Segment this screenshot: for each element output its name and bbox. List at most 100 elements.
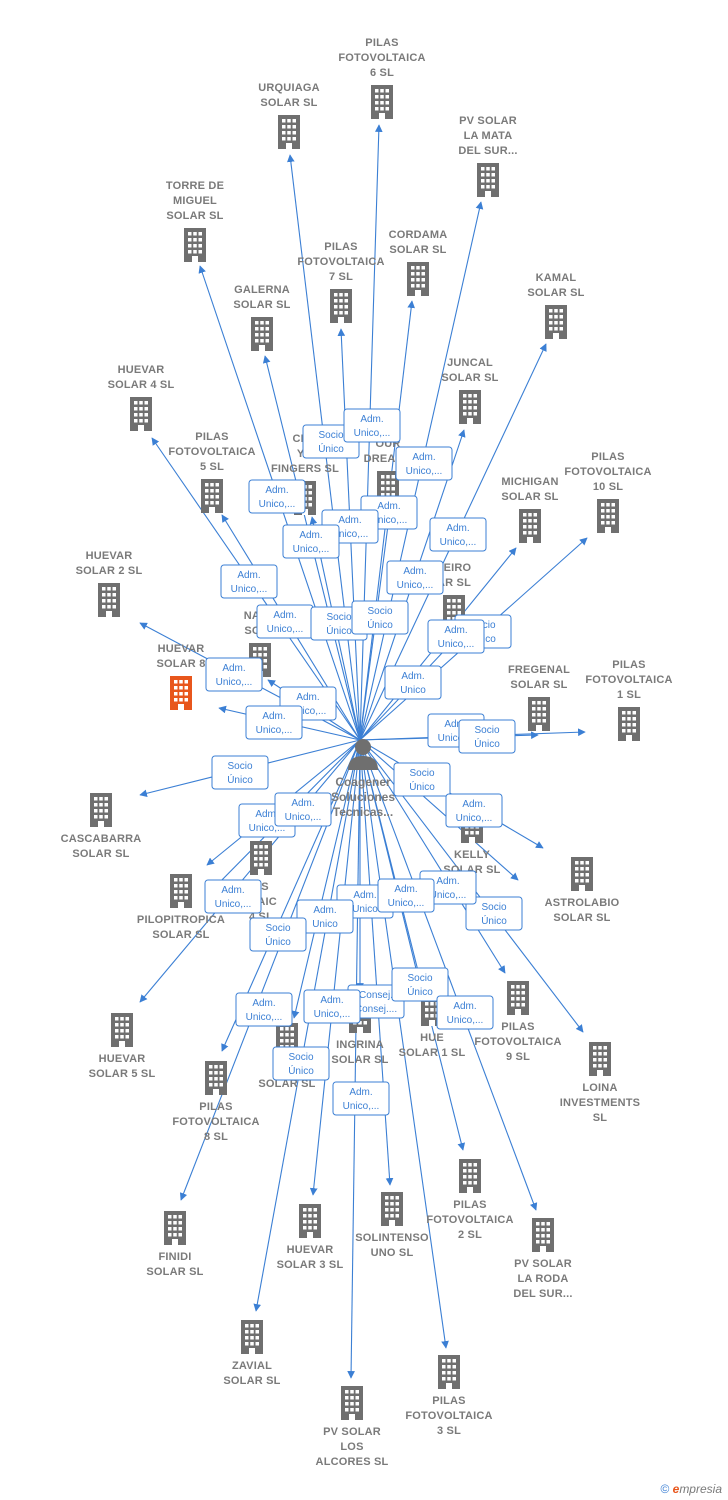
edge-role-label[interactable]: Adm.Unico,... [377,878,435,913]
company-label: PILAS [199,1101,232,1113]
company-label: PV SOLAR [459,115,517,127]
building-icon [381,1192,403,1226]
company-label: UNO SL [371,1247,414,1259]
edge-role-label[interactable]: Adm.Unico,... [445,793,503,828]
edge-role-label[interactable]: Adm.Unico,... [245,705,303,740]
company-label: SOLAR SL [166,210,223,222]
company-label: SOLAR SL [553,912,610,924]
edge-role-label[interactable]: Adm.Unico,... [256,604,314,639]
company-label: 8 SL [204,1131,228,1143]
edge-role-text: Unico,... [332,529,369,540]
company-label: PILAS [612,659,645,671]
edge-role-label[interactable]: Adm.Unico,... [220,564,278,599]
company-label: PV SOLAR [323,1426,381,1438]
edge-role-label[interactable]: Adm.Unico,... [282,524,340,559]
edge-role-label[interactable]: Adm.Unico,... [248,479,306,514]
edge-role-text: Consej.... [355,1004,397,1015]
company-label: HUE [420,1032,444,1044]
edge-role-label[interactable]: Adm.Unico,... [436,995,494,1030]
company-label: SOLAR 4 SL [108,379,175,391]
edge-role-label[interactable]: Adm.Unico,... [235,992,293,1027]
company-label: SOLAR SL [258,1078,315,1090]
edge-role-label[interactable]: Adm.Unico,... [386,560,444,595]
edge-role-label[interactable]: Adm.Unico,... [395,446,453,481]
edge-role-label[interactable]: Adm.Unico,... [274,792,332,827]
edge-role-label[interactable]: Adm.Unico,... [427,619,485,654]
edge-role-text: Socio [326,612,351,623]
footer-brand[interactable]: © empresia [660,1482,722,1496]
edge-role-label[interactable]: Adm.Unico,... [332,1081,390,1116]
edge-role-label[interactable]: Adm.Unico,... [204,879,262,914]
company-label: INGRINA [336,1039,384,1051]
company-label: SL [593,1112,608,1124]
company-label: HUEVAR [287,1244,334,1256]
building-icon [459,390,481,424]
edge-n40 [347,739,361,1379]
edge-role-text: Unico,... [267,624,304,635]
building-icon [250,841,272,875]
building-icon [90,793,112,827]
edge-role-text: Socio [407,973,432,984]
company-label: FOTOVOLTAICA [338,52,425,64]
center-node[interactable]: Coagener Soluciones Tecnicas... [331,739,395,819]
edge-role-label[interactable]: Adm.Unico,... [303,989,361,1024]
edge-role-label[interactable]: Adm.Unico [384,665,442,700]
edge-role-label[interactable]: Adm.Unico,... [343,408,401,443]
edge-role-label[interactable]: Adm.Unico [296,899,354,934]
edge-role-text: Socio [481,902,506,913]
edge-n39 [253,739,361,1312]
company-label: 3 SL [437,1425,461,1437]
edge-role-text: Unico,... [290,706,327,717]
company-label: PV SOLAR [514,1258,572,1270]
edge-role-label[interactable]: Adm.Unico,... [205,657,263,692]
edge-role-text: Unico [400,685,426,696]
company-label: 5 SL [200,461,224,473]
edge-role-label[interactable]: Adm.Unico,... [429,517,487,552]
edge-role-text: Adm. [444,719,467,730]
